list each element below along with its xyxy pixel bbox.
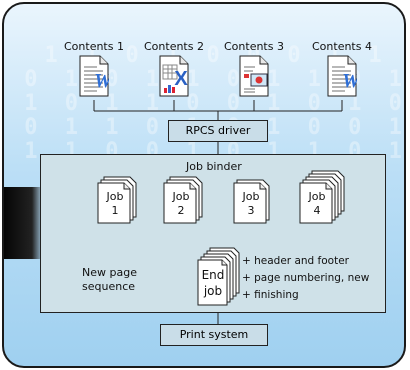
word-document-icon: W <box>327 55 357 97</box>
job-binder-title: Job binder <box>186 160 242 173</box>
background-dark-shape <box>4 187 44 259</box>
feature-page-numbering: + page numbering, new <box>242 272 370 284</box>
excel-spreadsheet-icon: X <box>159 55 189 97</box>
svg-text:X: X <box>174 68 188 90</box>
print-system-box: Print system <box>160 324 268 346</box>
contents-4-label: Contents 4 <box>312 40 372 53</box>
job-4-stack-icon <box>299 170 345 224</box>
rpcs-driver-box: RPCS driver <box>168 120 268 142</box>
contents-2-label: Contents 2 <box>144 40 204 53</box>
end-job-stack-icon <box>197 247 240 306</box>
job-1-stack-icon <box>97 176 137 224</box>
feature-header-footer: + header and footer <box>242 255 349 267</box>
contents-1-label: Contents 1 <box>64 40 124 53</box>
feature-finishing: + finishing <box>242 289 299 301</box>
svg-text:W: W <box>94 70 109 92</box>
svg-text:W: W <box>342 70 357 92</box>
job-2-stack-icon <box>163 176 203 224</box>
powerpoint-presentation-icon <box>239 55 269 97</box>
word-document-icon: W <box>79 55 109 97</box>
contents-3-label: Contents 3 <box>224 40 284 53</box>
job-3-stack-icon <box>233 179 270 224</box>
